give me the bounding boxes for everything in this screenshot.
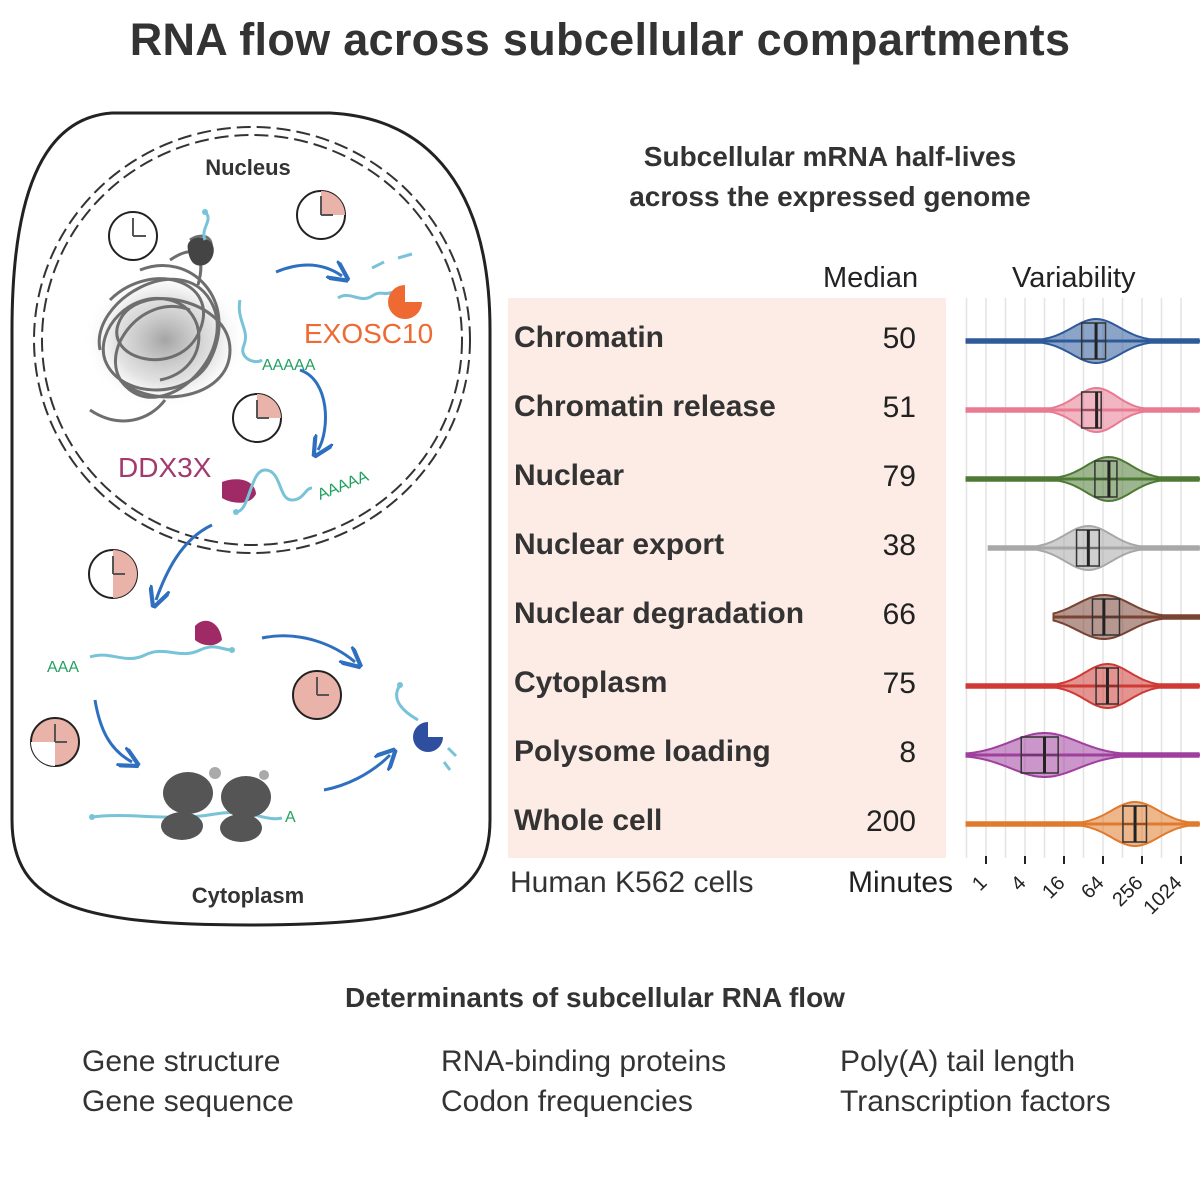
clock-icon-3: [232, 393, 282, 443]
polya-cytoplasm: AAA: [47, 659, 79, 676]
row-median-nuclear-degradation: 66: [882, 598, 916, 631]
nuclear-mrna: [235, 468, 313, 514]
row-label-nuclear-degradation: Nuclear degradation: [514, 597, 805, 630]
rna-fragments: [371, 252, 413, 270]
row-label-chromatin-release: Chromatin release: [514, 390, 776, 423]
table-background: [508, 298, 946, 858]
row-label-whole-cell: Whole cell: [514, 804, 663, 837]
panel-title: Subcellular mRNA half-lives across the e…: [560, 137, 1100, 217]
flow-arrows: [93, 265, 390, 792]
row-median-whole-cell: 200: [865, 805, 916, 838]
cytoplasm-fragments: [442, 746, 458, 771]
violin-polysome-loading: [965, 732, 1200, 778]
row-label-nuclear-export: Nuclear export: [514, 528, 725, 561]
median-header: Median: [823, 262, 919, 294]
determinant-rna-binding-proteins: RNA-binding proteins: [441, 1045, 727, 1078]
axis-tick-label: 16: [1038, 872, 1069, 903]
polya-nucleus-1: AAAAA: [262, 357, 316, 374]
violin-chromatin-release: [965, 386, 1200, 434]
polya-short: A: [285, 809, 296, 826]
clock-icon-6: [292, 670, 342, 720]
degrading-rna: [337, 290, 393, 301]
cytoplasm-label: Cytoplasm: [192, 883, 304, 908]
cell-membrane: [10, 111, 492, 927]
variability-header: Variability: [1012, 262, 1136, 294]
pol2: [187, 237, 214, 266]
row-label-polysome-loading: Polysome loading: [514, 735, 771, 768]
page-title: RNA flow across subcellular compartments: [129, 14, 1071, 65]
exonuclease-icon: [413, 722, 443, 752]
axis-label-minutes: Minutes: [848, 866, 954, 899]
violin-whole-cell: [965, 801, 1200, 847]
axis-tick-label: 64: [1077, 872, 1108, 903]
ribosome-2-icon: [220, 776, 271, 842]
row-median-nuclear: 79: [882, 460, 916, 493]
clock-icon-2: [296, 190, 346, 240]
polya-nucleus-2: AAAAA: [315, 468, 371, 504]
exosc10-icon: [388, 285, 422, 319]
cells-label: Human K562 cells: [510, 866, 754, 899]
determinant-gene-structure: Gene structure: [82, 1045, 281, 1078]
row-median-chromatin-release: 51: [882, 391, 916, 424]
cell-diagram: Nucleus Cytoplasm AAAAA EXOSC10 DDX3X AA…: [10, 111, 492, 927]
translated-mrna: [91, 811, 283, 821]
box-iqr: [1094, 460, 1118, 498]
axis-tick-label: 4: [1007, 872, 1030, 895]
chromatin-tangle: [89, 234, 232, 423]
cytoplasmic-mrna: [89, 645, 233, 660]
violin-chromatin: [965, 318, 1200, 364]
row-median-cytoplasm: 75: [882, 667, 916, 700]
row-label-cytoplasm: Cytoplasm: [514, 666, 668, 699]
row-median-nuclear-export: 38: [882, 529, 916, 562]
ribosome-1-icon: [161, 772, 213, 840]
ddx3x-label: DDX3X: [118, 452, 212, 483]
axis-tick-label: 1: [968, 872, 991, 895]
determinant-transcription-factors: Transcription factors: [840, 1085, 1111, 1118]
clock-icon-5: [30, 717, 80, 767]
nuclear-envelope-inner: [41, 134, 463, 546]
violin-nuclear: [965, 455, 1200, 503]
determinant-codon-frequencies: Codon frequencies: [441, 1085, 693, 1118]
axis-tick-label: 1024: [1140, 872, 1187, 919]
violin-cytoplasm: [965, 663, 1200, 709]
row-label-chromatin: Chromatin: [514, 321, 664, 354]
ddx3x-icon-cytoplasm: [195, 620, 222, 646]
panel-title-line2: across the expressed genome: [629, 181, 1031, 212]
chromatin-glow: [83, 270, 247, 410]
determinants-title: Determinants of subcellular RNA flow: [345, 982, 845, 1013]
nucleus-label: Nucleus: [205, 155, 291, 180]
determinant-polya-tail-length: Poly(A) tail length: [840, 1045, 1076, 1078]
exosc10-label: EXOSC10: [304, 318, 433, 349]
panel-title-line1: Subcellular mRNA half-lives: [643, 141, 1017, 172]
row-median-polysome-loading: 8: [899, 736, 916, 769]
violin-nuclear-export: [987, 524, 1200, 572]
row-median-chromatin: 50: [882, 322, 916, 355]
determinant-gene-sequence: Gene sequence: [82, 1085, 294, 1118]
box-iqr: [1080, 322, 1107, 360]
clock-icon-1: [108, 211, 158, 261]
cytoplasm-degrading-rna: [395, 684, 419, 722]
violin-nuclear-degradation: [1052, 594, 1200, 640]
row-label-nuclear: Nuclear: [514, 459, 625, 492]
nuclear-envelope-outer: [33, 126, 471, 554]
clock-icon-4: [88, 549, 138, 599]
